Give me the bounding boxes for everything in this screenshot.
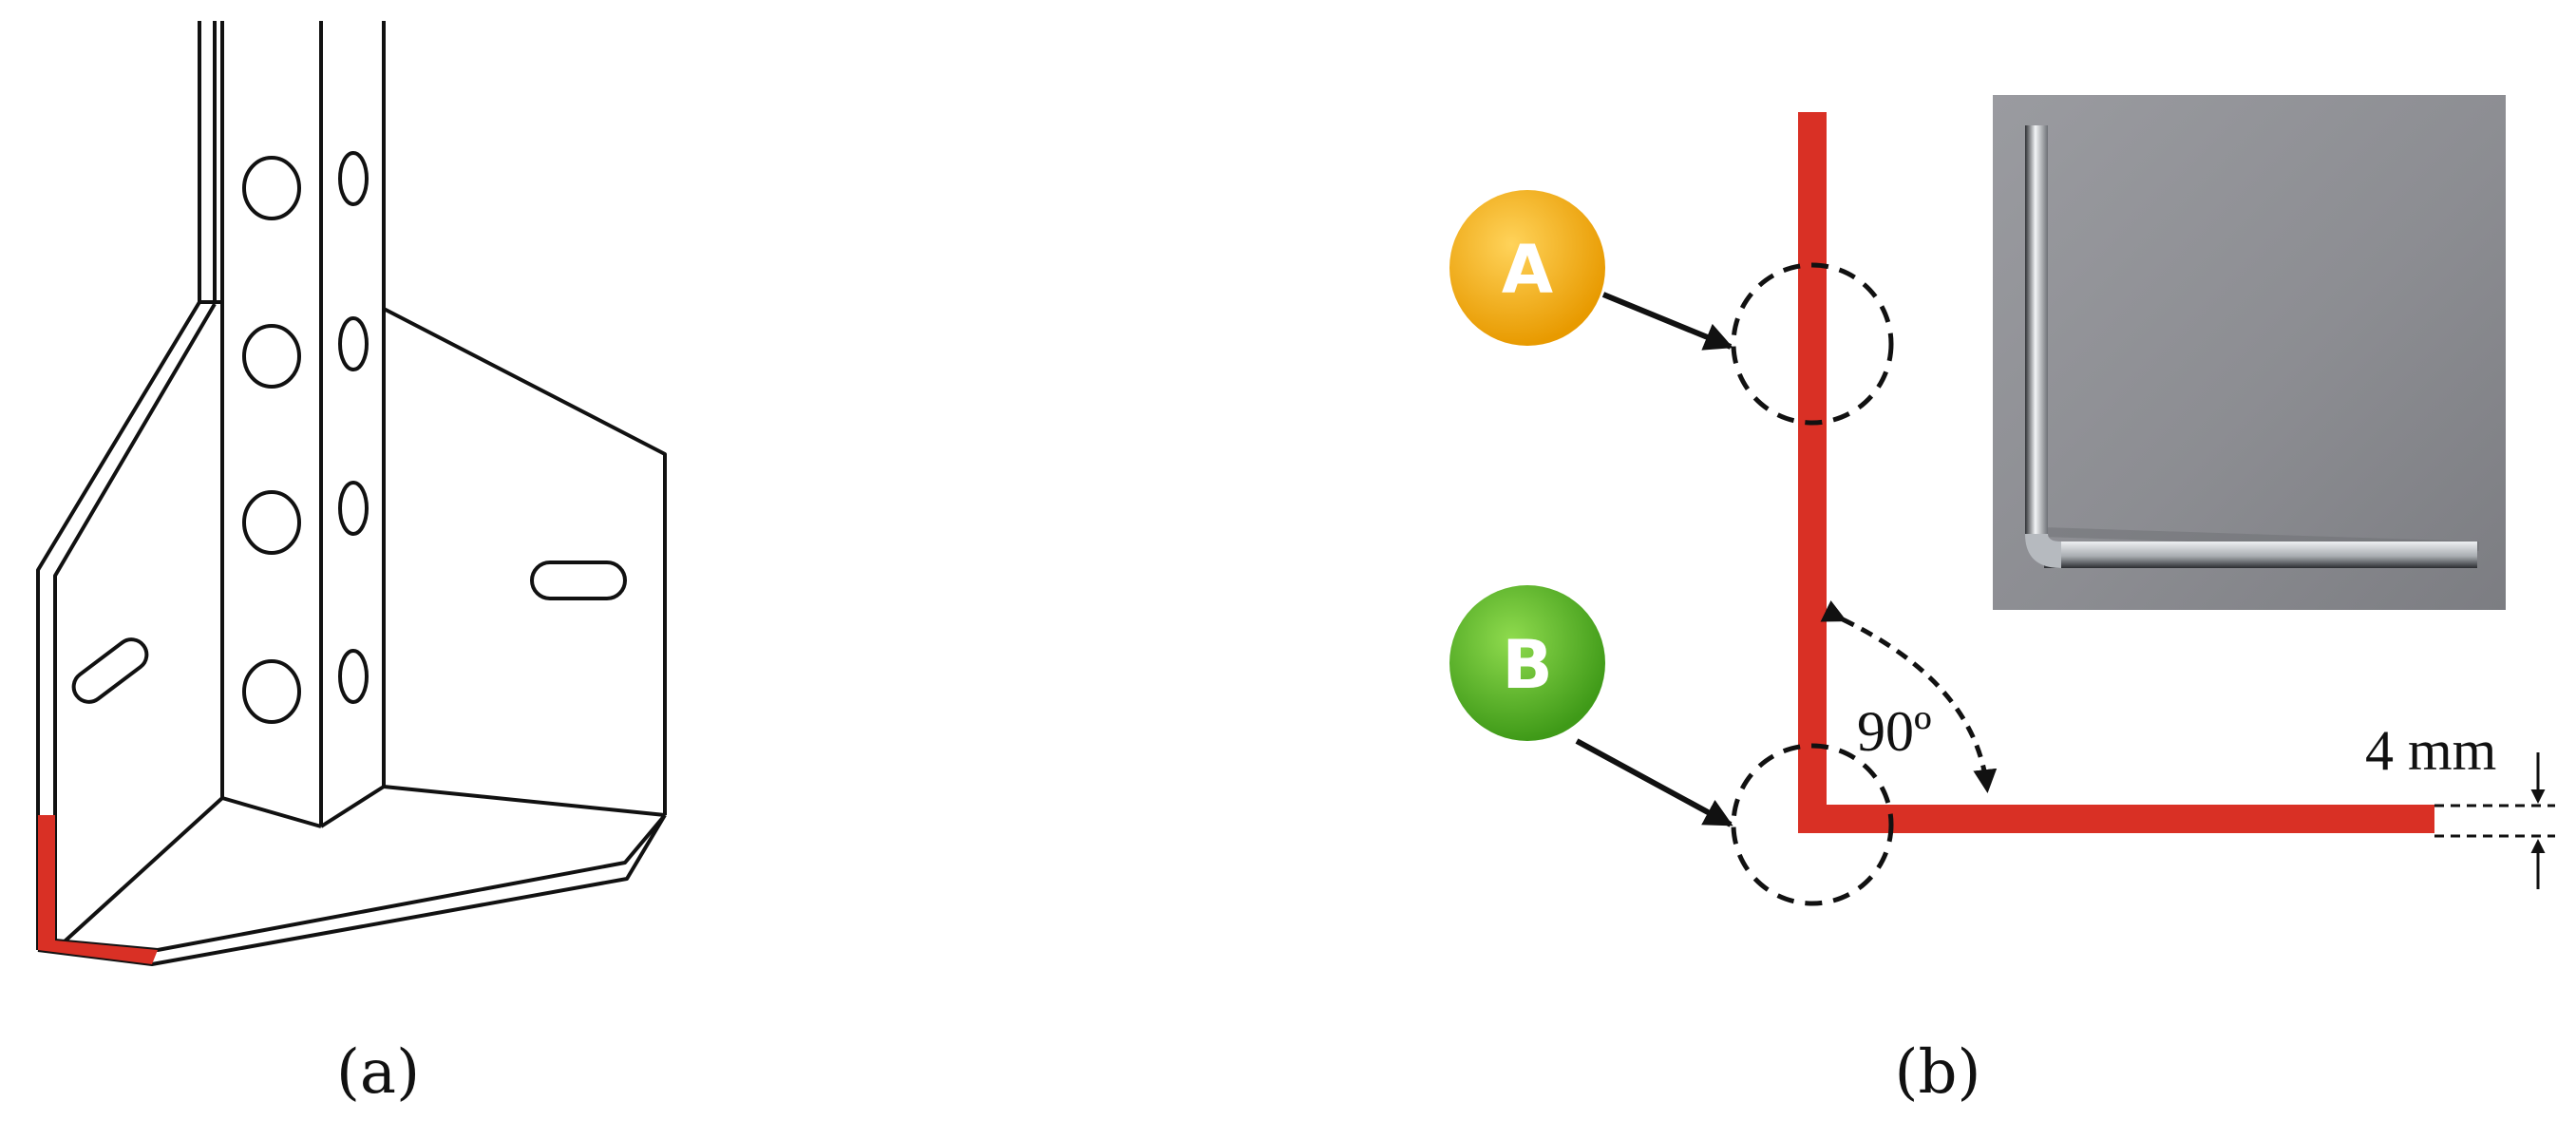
angle-label: 90º: [1857, 700, 1932, 763]
thickness-label: 4 mm: [2365, 719, 2496, 782]
highlighted-edge: [38, 815, 158, 964]
marker-b: B: [1449, 585, 1605, 741]
region-b-circle: [1731, 743, 1894, 906]
rack-upright-drawing: [36, 21, 667, 966]
thickness-dimension: [2434, 752, 2555, 889]
marker-a: A: [1449, 190, 1605, 346]
marker-b-letter: B: [1502, 626, 1552, 704]
region-a-circle: [1731, 262, 1894, 426]
arrow-a: [1601, 292, 1733, 351]
specimen-photo: [1993, 95, 2506, 610]
l-specimen-schematic: [1798, 112, 2434, 833]
marker-a-letter: A: [1502, 231, 1553, 309]
panel-label-b: (b): [1895, 1037, 1981, 1108]
panel-label-a: (a): [336, 1037, 420, 1108]
angle-arc: [1820, 600, 1998, 793]
arrow-b: [1575, 738, 1733, 827]
